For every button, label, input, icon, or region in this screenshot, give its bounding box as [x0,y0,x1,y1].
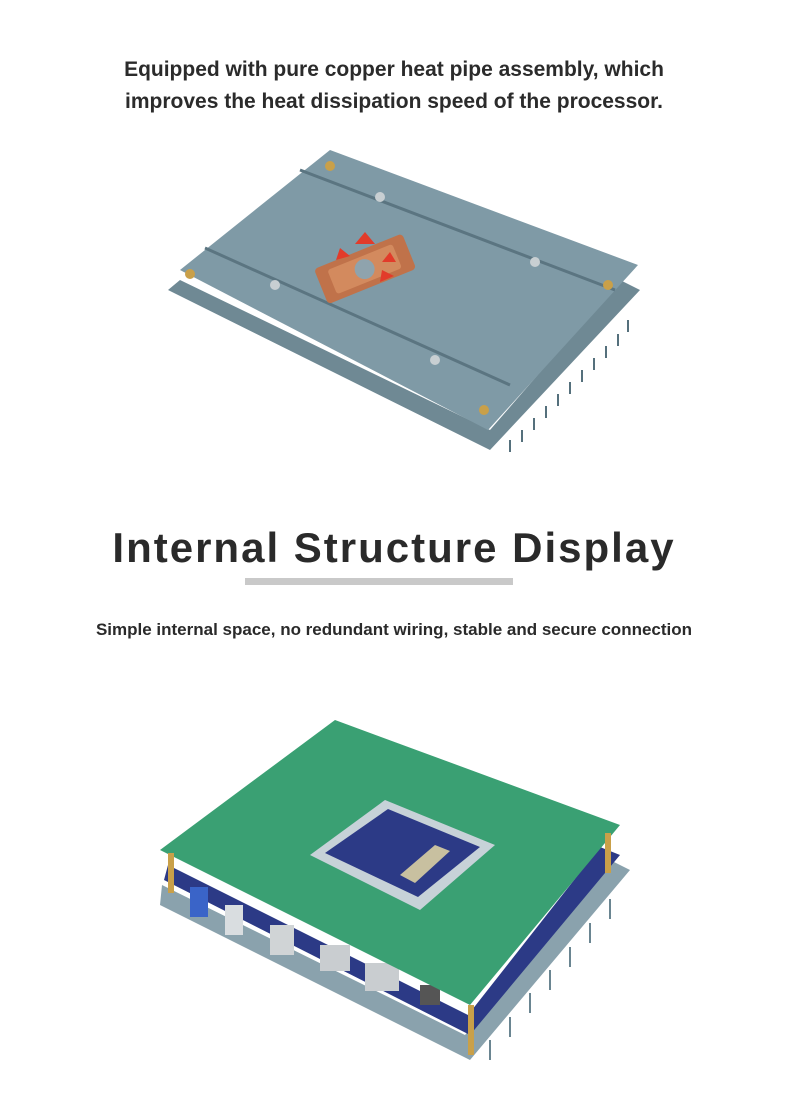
heat-pipe-caption: Equipped with pure copper heat pipe asse… [0,54,788,118]
motherboard-edge [164,847,620,1035]
heatsink-fins [168,280,640,452]
section-title: Internal Structure Display [112,524,676,571]
copper-heat-pipe-block [315,234,416,304]
title-underline [245,578,513,585]
heat-caption-line-1: Equipped with pure copper heat pipe asse… [124,58,664,81]
brass-standoffs [185,161,613,415]
base-heatsink [160,860,630,1060]
io-ports [190,887,440,1005]
heat-caption-line-2: improves the heat dissipation speed of t… [125,90,663,113]
heatsink-top-plate [180,150,638,430]
m2-slot [400,845,450,883]
heatsink-screws [270,192,540,365]
section-subtitle: Simple internal space, no redundant wiri… [95,620,693,639]
heatsink-image [168,150,640,452]
heat-flow-arrows-icon [336,232,396,282]
motherboard-chipset [325,809,480,897]
internal-structure-image [160,720,630,1060]
board-standoffs [168,833,611,1055]
